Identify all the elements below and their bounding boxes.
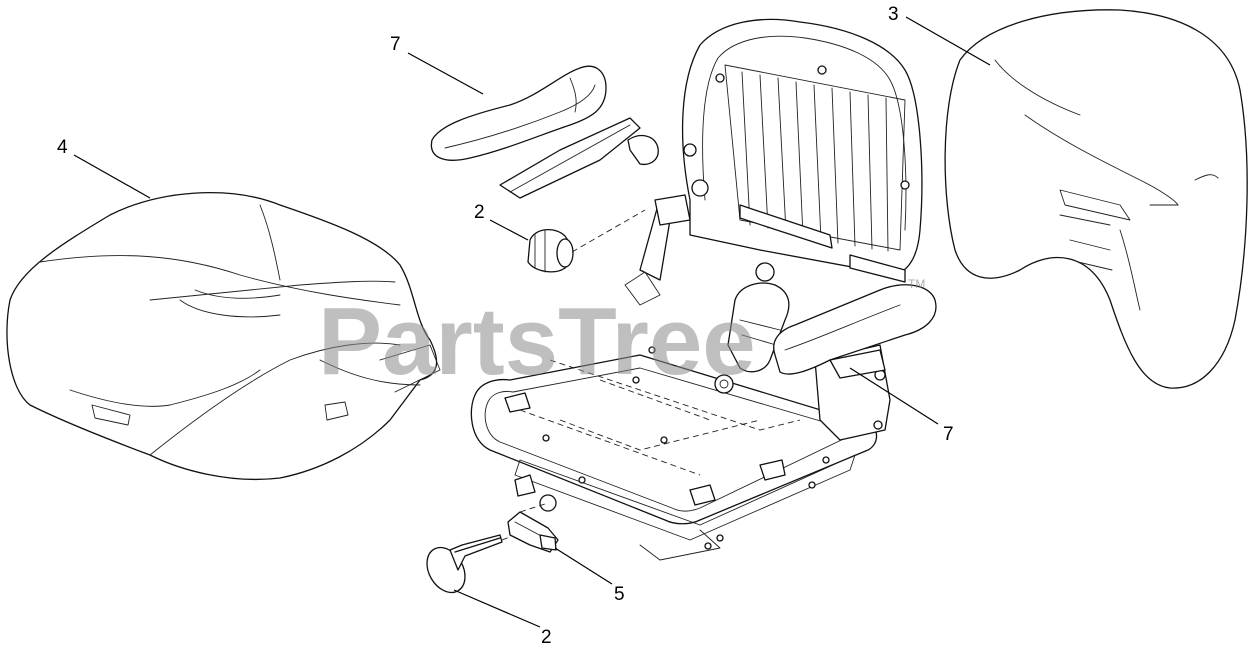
watermark-text: PartsTree (318, 288, 756, 395)
leader-line (849, 367, 939, 425)
partstree-watermark: PartsTree TM (318, 277, 925, 395)
callout-label: 5 (614, 584, 625, 605)
leader-line (453, 589, 541, 628)
callout-label: 4 (57, 137, 68, 158)
callout-4: 4 (57, 137, 151, 199)
callout-2-top: 2 (474, 202, 529, 241)
leader-line (554, 547, 613, 585)
knob-part-top (527, 209, 646, 273)
armrest-bracket-part (499, 117, 659, 199)
leader-line (73, 154, 151, 199)
callout-label: 2 (474, 202, 485, 223)
knob-part-bottom (426, 534, 513, 594)
callout-7-top: 7 (390, 34, 484, 95)
callout-2-bottom: 2 (453, 589, 552, 648)
right-armrest-part (773, 284, 937, 379)
callout-label: 7 (943, 424, 954, 445)
callout-label: 3 (888, 4, 899, 25)
leader-line (489, 219, 529, 241)
watermark-trademark: TM (908, 277, 925, 291)
callout-3: 3 (888, 4, 991, 66)
leader-line (407, 52, 484, 95)
seat-cushion-part (6, 192, 441, 481)
callout-label: 7 (390, 34, 401, 55)
callout-7-right: 7 (849, 367, 954, 445)
leader-line (905, 16, 991, 66)
backrest-cushion-part (944, 9, 1248, 389)
callout-label: 2 (541, 627, 552, 648)
callout-5: 5 (554, 547, 625, 605)
armrest-pad-part (430, 65, 607, 161)
latch-handle-part (507, 502, 559, 553)
seat-frame-part (470, 18, 923, 561)
